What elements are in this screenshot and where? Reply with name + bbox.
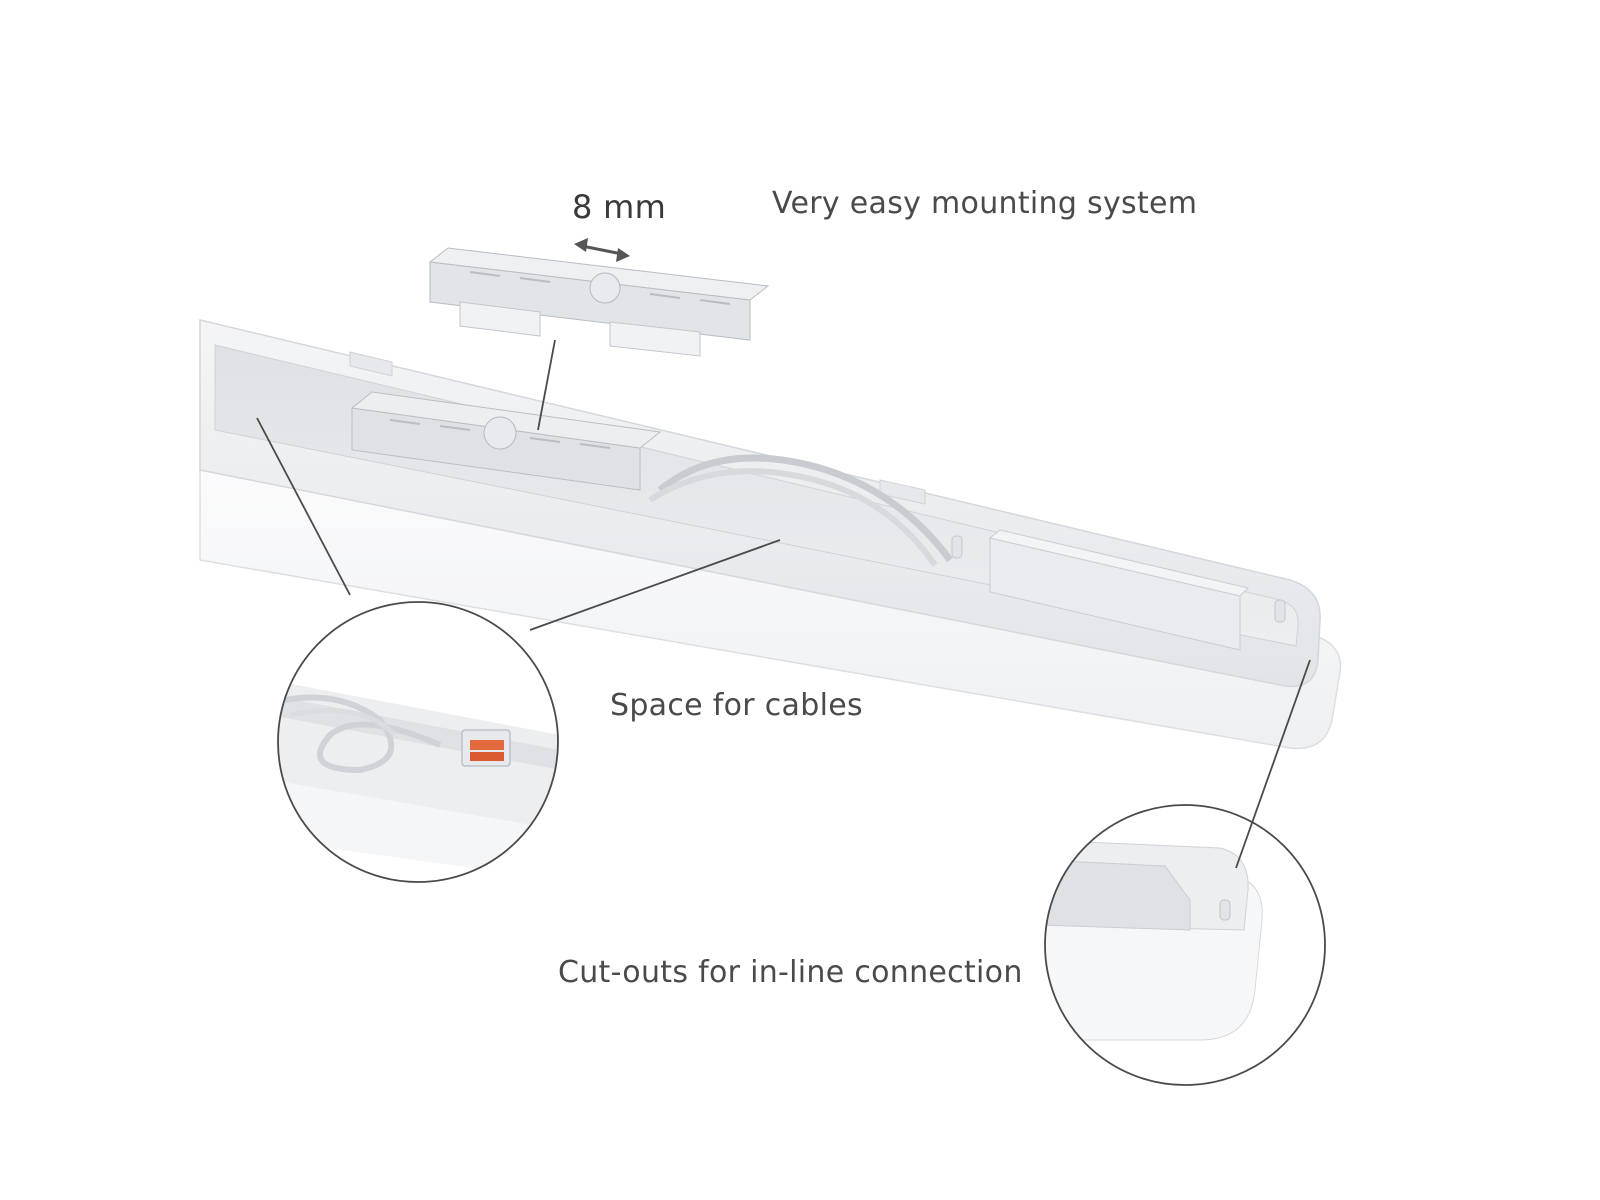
fixed-mounting-bracket (350, 391, 662, 491)
double-arrow-icon (574, 238, 630, 262)
cable-space-label: Space for cables (610, 688, 863, 723)
wago-connector-icon (461, 729, 511, 767)
inline-cutouts-label: Cut-outs for in-line connection (558, 955, 1023, 990)
inline-cutout-detail (1044, 804, 1326, 1086)
dimension-label: 8 mm (572, 188, 667, 226)
cable-space-detail (277, 601, 559, 883)
luminaire-housing (199, 319, 1342, 750)
mounting-system-label: Very easy mounting system (772, 186, 1198, 221)
detached-mounting-bracket (428, 247, 770, 357)
leader-lines (256, 339, 1311, 869)
